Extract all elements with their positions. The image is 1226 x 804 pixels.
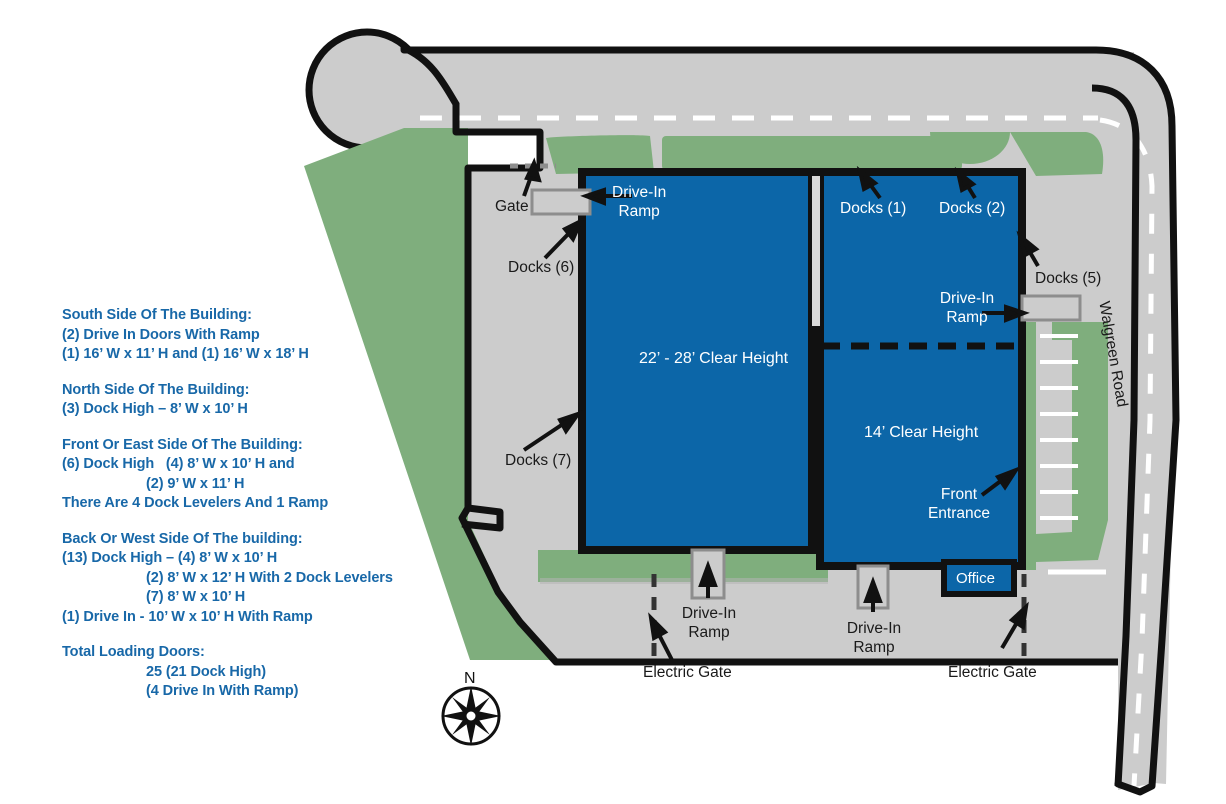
drive-in-ramp-pad-east — [1020, 294, 1082, 322]
spec-line: (7) 8’ W x 10’ H — [146, 589, 246, 605]
spec-line: (2) 9’ W x 11’ H — [146, 475, 245, 492]
site-boundary-west — [456, 128, 1118, 666]
gate-label: Gate — [495, 198, 529, 215]
drive-in-ramp-se-line1: Drive-In — [846, 620, 902, 637]
spec-heading: Front Or East Side Of The Building: — [62, 436, 303, 453]
spec-line: (13) Dock High – (4) 8’ W x 10’ H — [62, 550, 278, 566]
lawn-west-wedge — [304, 128, 552, 660]
lawn-top-strip-1 — [546, 135, 654, 174]
front-entrance-line1: Front — [940, 486, 978, 503]
spec-line: 25 (21 Dock High) — [146, 663, 266, 680]
drive-in-ramp-sw-line2: Ramp — [688, 624, 730, 641]
spec-heading: South Side Of The Building: — [62, 307, 252, 323]
drive-in-ramp-south-east-label: Drive-In Ramp — [836, 619, 912, 657]
clear-height-west-label: 22’ - 28’ Clear Height — [639, 350, 789, 367]
spec-heading: Total Loading Doors: — [62, 644, 205, 660]
front-entrance-label: Front Entrance — [918, 485, 1000, 523]
spec-line: (2) Drive In Doors With Ramp — [62, 326, 260, 343]
drive-in-ramp-se-line2: Ramp — [853, 639, 895, 656]
road-top — [404, 46, 1134, 132]
spec-group-total: Total Loading Doors: 25 (21 Dock High) (… — [62, 643, 462, 702]
drive-in-ramp-north-line1: Drive-In — [612, 184, 667, 201]
building-specifications: South Side Of The Building: (2) Drive In… — [62, 306, 462, 702]
docks-6-label: Docks (6) — [508, 259, 575, 276]
drive-in-ramp-east-label: Drive-In Ramp — [928, 289, 1006, 327]
spec-line: (6) Dock High (4) 8’ W x 10’ H and — [62, 456, 295, 472]
electric-gate-east-label: Electric Gate — [948, 664, 1037, 681]
building-west — [578, 168, 816, 554]
spec-line: (1) Drive In - 10’ W x 10’ H With Ramp — [62, 608, 313, 625]
gate-structure — [530, 188, 592, 216]
cul-de-sac-stem — [400, 48, 452, 132]
spec-group-north: North Side Of The Building: (3) Dock Hig… — [62, 381, 462, 420]
spec-heading: North Side Of The Building: — [62, 381, 250, 398]
drive-in-ramp-sw-line1: Drive-In — [681, 605, 737, 622]
site-boundary-inner-right — [1091, 84, 1140, 787]
lawn-south-strip — [538, 550, 828, 582]
building-gap — [812, 176, 820, 326]
spec-group-south: South Side Of The Building: (2) Drive In… — [62, 306, 462, 365]
spec-line: (4 Drive In With Ramp) — [146, 683, 299, 699]
site-boundary-top — [400, 46, 1180, 796]
spec-line: (2) 8’ W x 12’ H With 2 Dock Levelers — [146, 569, 393, 586]
drive-in-ramp-east-line1: Drive-In — [939, 290, 995, 307]
office-block — [941, 559, 1017, 597]
electric-gate-west-label: Electric Gate — [643, 664, 732, 681]
drive-in-ramp-east-line2: Ramp — [946, 309, 988, 326]
docks-5-label: Docks (5) — [1035, 270, 1102, 287]
lawn-top-strip-2 — [662, 136, 962, 170]
lawn-top-strip-3 — [930, 132, 1010, 164]
spec-group-back-west: Back Or West Side Of The building: (13) … — [62, 530, 462, 628]
office-label: Office — [956, 570, 995, 587]
compass-rose — [441, 686, 501, 746]
lawn-south-strip-shadow — [540, 578, 828, 584]
drive-in-ramp-north-line2: Ramp — [618, 203, 660, 220]
docks-7-label: Docks (7) — [505, 452, 572, 469]
parking-stalls-east — [1040, 334, 1078, 520]
drive-in-ramp-south-west-label: Drive-In Ramp — [671, 604, 747, 642]
lawn-top-strip-4 — [1010, 132, 1104, 176]
clear-height-east-label: 14’ Clear Height — [864, 424, 979, 441]
spec-group-front-east: Front Or East Side Of The Building: (6) … — [62, 436, 462, 514]
spec-line: (3) Dock High – 8’ W x 10’ H — [62, 401, 248, 417]
spec-line: (1) 16’ W x 11’ H and (1) 16’ W x 18’ H — [62, 346, 309, 362]
site-boundary-west-notch — [461, 504, 504, 532]
building-east — [816, 168, 1026, 570]
north-marker-label: N — [464, 670, 476, 687]
spec-line: There Are 4 Dock Levelers And 1 Ramp — [62, 495, 329, 511]
spec-heading: Back Or West Side Of The building: — [62, 530, 303, 547]
drive-in-ramp-north-label: Drive-In Ramp — [612, 183, 666, 221]
front-entrance-line2: Entrance — [927, 505, 991, 522]
leader-arrows — [522, 157, 1040, 661]
docks-2-label: Docks (2) — [939, 200, 1006, 217]
walgreen-road-surface — [1090, 52, 1176, 790]
docks-1-label: Docks (1) — [840, 200, 907, 217]
road-centerline-right — [1099, 117, 1155, 787]
